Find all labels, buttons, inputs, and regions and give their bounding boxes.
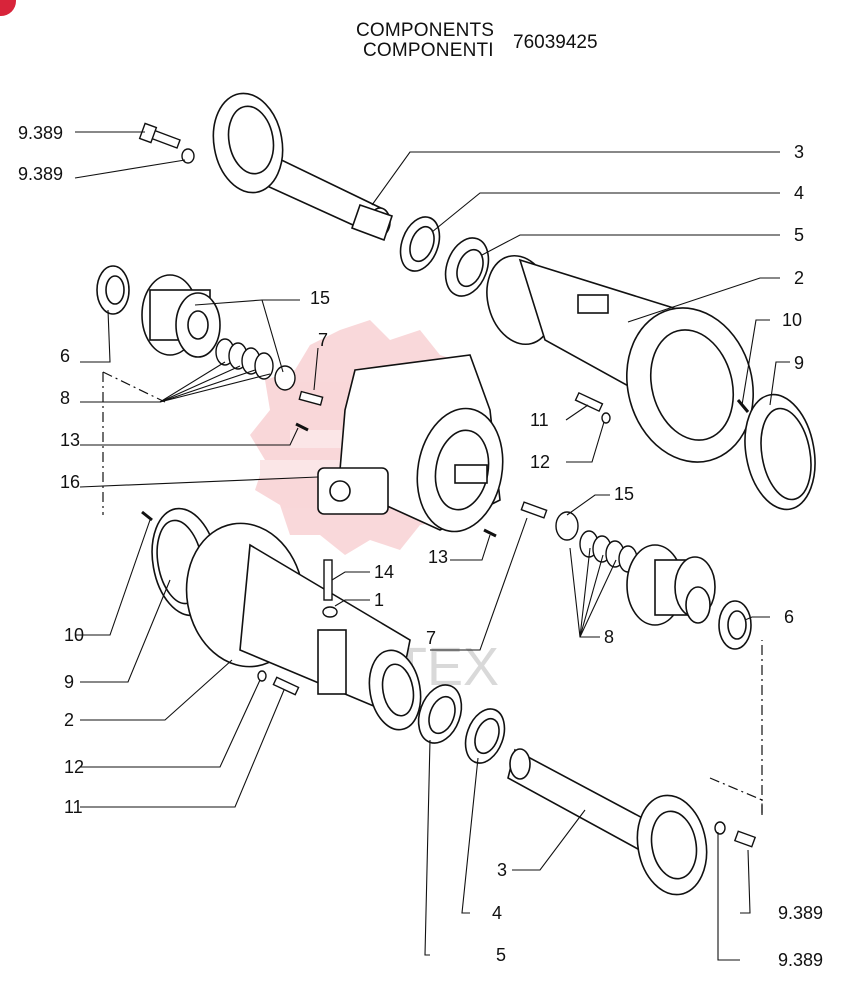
callout-15-top: 15 bbox=[310, 288, 330, 308]
leader-lines bbox=[74, 131, 790, 961]
callout-10-top: 10 bbox=[782, 310, 802, 330]
shim-stack-left bbox=[215, 338, 296, 391]
title-components: COMPONENTS bbox=[356, 20, 495, 41]
callout-7-top: 7 bbox=[318, 330, 328, 350]
callout-12-mid: 12 bbox=[530, 452, 550, 472]
callout-8-mid: 8 bbox=[604, 627, 614, 647]
center-lines bbox=[102, 371, 763, 815]
hydraulic-unit bbox=[317, 467, 389, 515]
callout-3-top: 3 bbox=[794, 142, 804, 162]
callout-9389-c: 9.389 bbox=[778, 903, 823, 923]
flange-bolt-bottom bbox=[714, 821, 757, 848]
dowel-13-left bbox=[295, 422, 309, 432]
bolt-11-left bbox=[257, 670, 300, 696]
part-number-code: 76039425 bbox=[513, 32, 598, 53]
callout-1: 1 bbox=[374, 590, 384, 610]
callout-9389-b: 9.389 bbox=[18, 164, 63, 184]
ring-gear-top bbox=[744, 393, 816, 511]
callout-9389-a: 9.389 bbox=[18, 123, 63, 143]
seal-right bbox=[718, 600, 752, 650]
callout-2-left: 2 bbox=[64, 710, 74, 730]
callout-15-mid: 15 bbox=[614, 484, 634, 504]
callout-16: 16 bbox=[60, 472, 80, 492]
callout-9-top: 9 bbox=[794, 353, 804, 373]
axle-shaft-bottom bbox=[507, 748, 708, 896]
callout-11-left: 11 bbox=[64, 797, 83, 817]
dowel-13-mid bbox=[483, 528, 497, 538]
callout-4-bot: 4 bbox=[492, 903, 502, 923]
axle-housing-bottom-left bbox=[185, 522, 422, 731]
callout-9-left: 9 bbox=[64, 672, 74, 692]
callout-11-mid: 11 bbox=[530, 410, 549, 430]
planet-carrier-left bbox=[141, 274, 221, 358]
flange-bolt-top bbox=[138, 122, 195, 164]
callout-6-right: 6 bbox=[784, 607, 794, 627]
callout-9389-d: 9.389 bbox=[778, 950, 823, 970]
callout-6-left: 6 bbox=[60, 346, 70, 366]
planet-carrier-right bbox=[626, 544, 716, 626]
callout-2-top: 2 bbox=[794, 268, 804, 288]
title-componenti: COMPONENTI bbox=[363, 40, 494, 61]
callout-labels: 9.389 9.389 3 4 5 2 15 10 9 6 7 8 13 11 … bbox=[18, 123, 823, 970]
callout-3-bot: 3 bbox=[497, 860, 507, 880]
callout-5-bot: 5 bbox=[496, 945, 506, 965]
callout-13-mid: 13 bbox=[428, 547, 448, 567]
axle-shaft-top bbox=[212, 92, 394, 242]
seal-ring-bottom bbox=[464, 708, 506, 764]
breather-14 bbox=[322, 559, 338, 618]
callout-5-top: 5 bbox=[794, 225, 804, 245]
bolt-7-top bbox=[298, 390, 324, 406]
dowel-pin-bottom bbox=[141, 510, 153, 522]
callout-13-left: 13 bbox=[60, 430, 80, 450]
seal-ring-top bbox=[399, 216, 441, 272]
callout-12-left: 12 bbox=[64, 757, 84, 777]
bearing-top bbox=[444, 237, 490, 297]
dowel-pin-top bbox=[736, 399, 750, 413]
bearing-bottom bbox=[417, 684, 463, 744]
callout-14: 14 bbox=[374, 562, 394, 582]
callout-10-left: 10 bbox=[64, 625, 84, 645]
callout-7-mid: 7 bbox=[426, 628, 436, 648]
callout-4-top: 4 bbox=[794, 183, 804, 203]
axle-housing-top-right bbox=[486, 254, 754, 463]
callout-8-left: 8 bbox=[60, 388, 70, 408]
bolt-11-mid bbox=[574, 391, 611, 424]
bolt-7-mid bbox=[520, 501, 548, 519]
seal-left bbox=[96, 265, 130, 315]
shim-stack-right bbox=[555, 511, 638, 573]
